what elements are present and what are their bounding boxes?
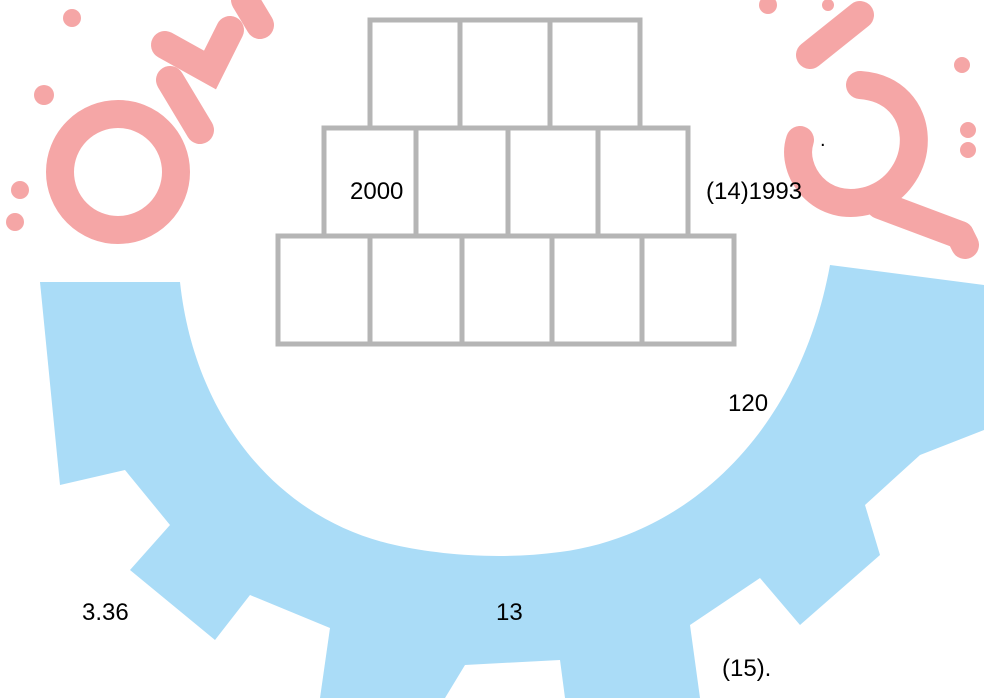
reference-15: (15). bbox=[722, 657, 771, 681]
number-120: 120 bbox=[728, 392, 768, 416]
gear-arc-icon bbox=[40, 265, 984, 698]
reference-14-1993: (14)1993 bbox=[706, 180, 802, 204]
pyramid-box bbox=[642, 236, 734, 344]
pyramid-box bbox=[370, 20, 460, 128]
box-pyramid bbox=[278, 20, 734, 344]
pyramid-box bbox=[552, 236, 642, 344]
pyramid-box bbox=[598, 128, 688, 236]
pyramid-box bbox=[416, 128, 508, 236]
year-2000: 2000 bbox=[350, 180, 403, 204]
pyramid-box bbox=[462, 236, 552, 344]
number-13: 13 bbox=[496, 601, 523, 625]
pyramid-box bbox=[550, 20, 640, 128]
watermark-lettering bbox=[60, 0, 965, 245]
decimal-3-36: 3.36 bbox=[82, 601, 129, 625]
pyramid-box bbox=[460, 20, 550, 128]
stray-dot: . bbox=[820, 130, 826, 150]
pyramid-box bbox=[278, 236, 370, 344]
pyramid-box bbox=[370, 236, 462, 344]
pyramid-box bbox=[508, 128, 598, 236]
